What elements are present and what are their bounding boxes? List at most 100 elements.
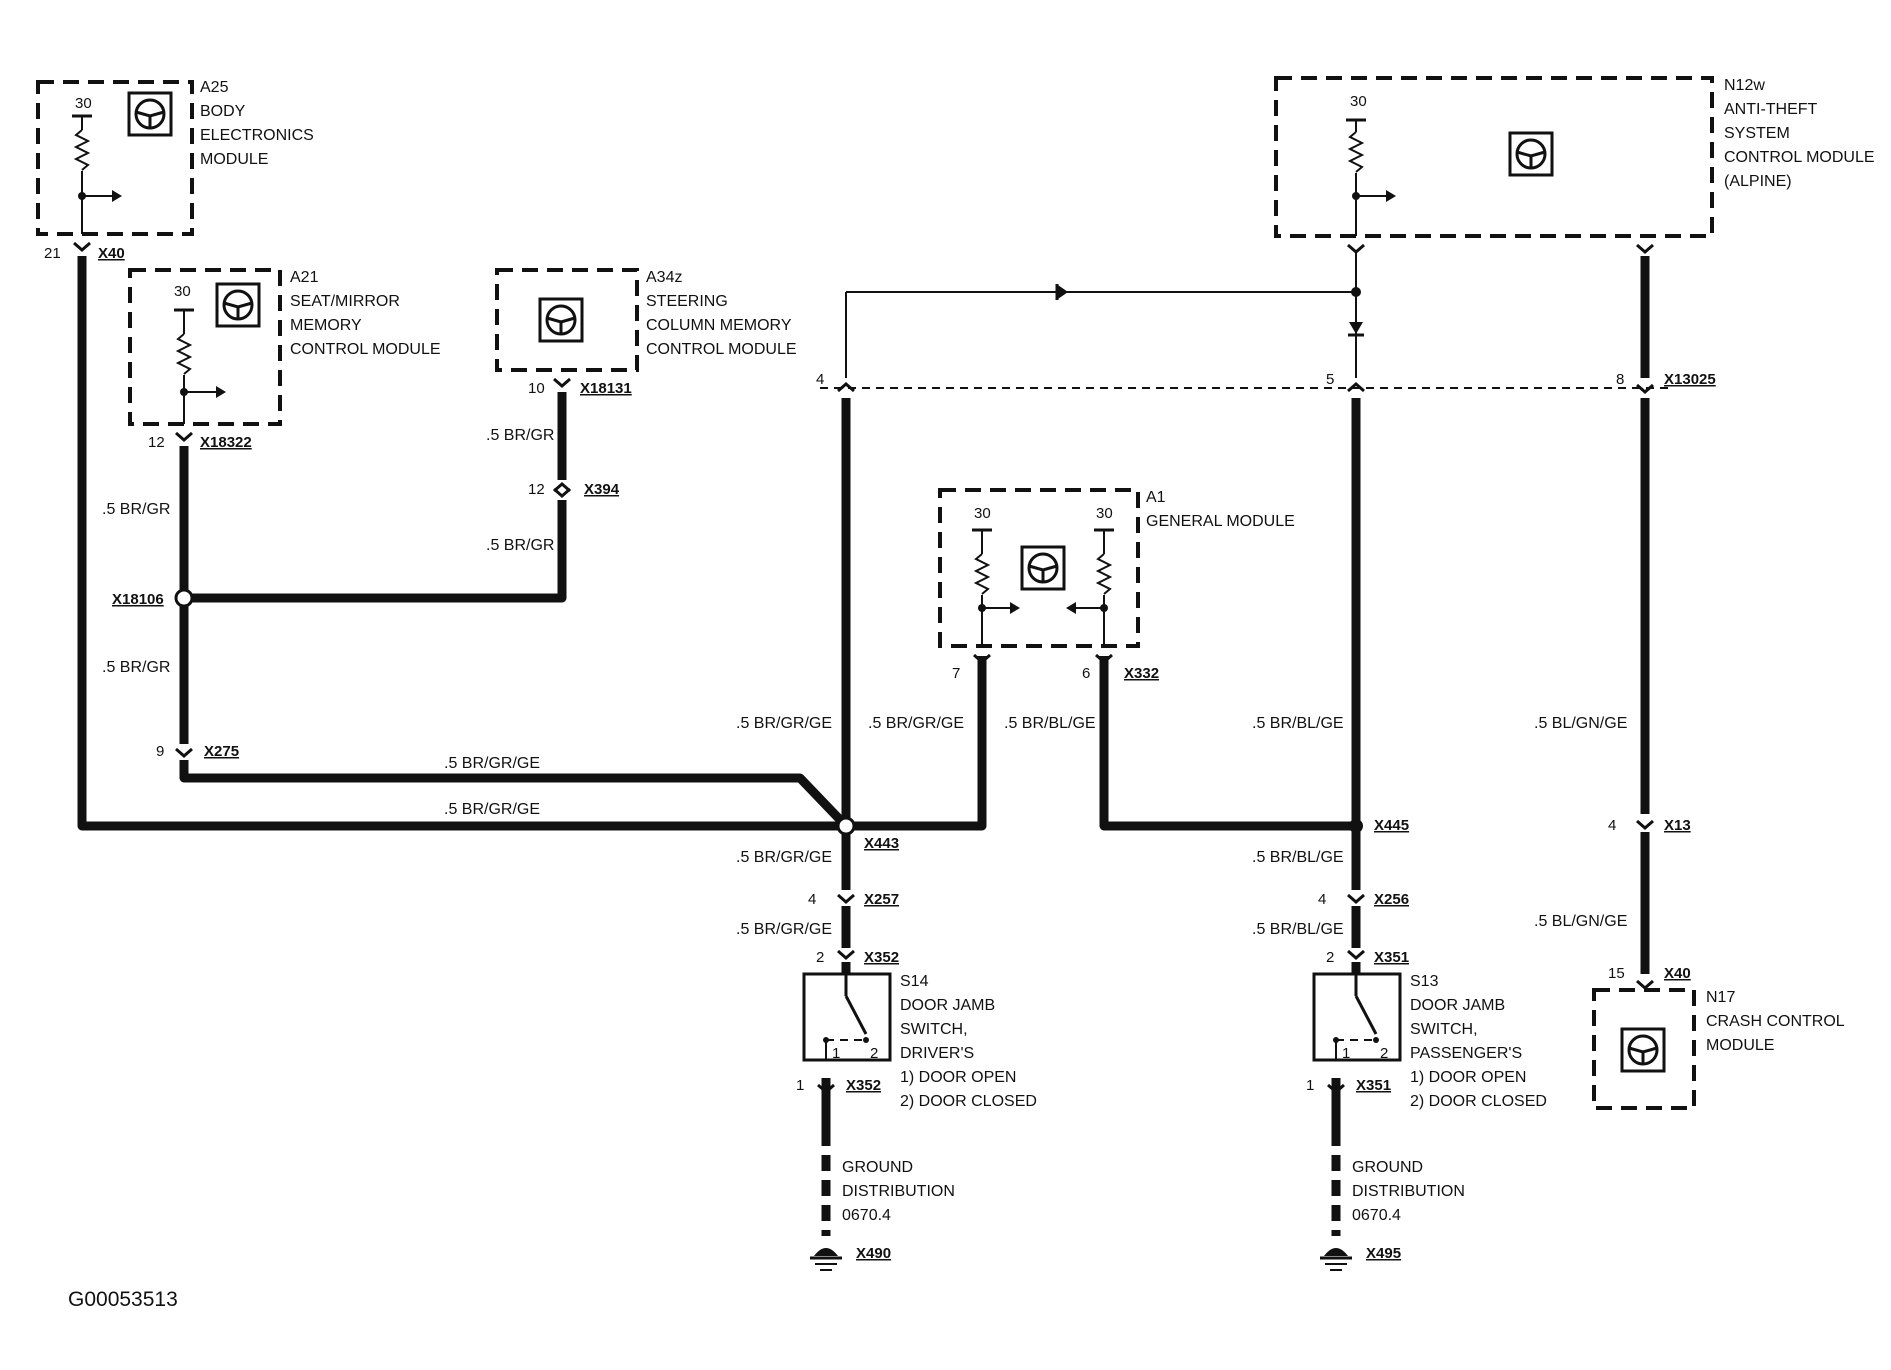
s13-contact-2: 2: [1380, 1045, 1388, 1062]
n17-label-2: MODULE: [1706, 1037, 1774, 1054]
wire-label-br-gr-4: .5 BR/GR: [102, 659, 170, 676]
x443-connector: X443: [864, 835, 899, 852]
wire-label-br-gr-ge-5: .5 BR/GR/GE: [736, 849, 832, 866]
x13-pin: 4: [1608, 817, 1616, 834]
a34z-label-2: COLUMN MEMORY: [646, 317, 792, 334]
a1-ecu-icon: [1020, 545, 1066, 591]
ground-right: GROUND DISTRIBUTION 0670.4 X495: [1320, 1159, 1465, 1271]
s14-option-2: 2) DOOR CLOSED: [900, 1093, 1037, 1110]
wire-label-bl-gn-ge-2: .5 BL/GN/GE: [1534, 913, 1627, 930]
n17-ecu-icon: [1620, 1027, 1666, 1073]
ground-right-connector: X495: [1366, 1245, 1401, 1262]
a21-label-3: CONTROL MODULE: [290, 341, 441, 358]
wire-label-br-gr-3: .5 BR/GR: [486, 537, 554, 554]
a34z-ecu-icon: [538, 297, 584, 343]
n17-label-1: CRASH CONTROL: [1706, 1013, 1845, 1030]
x275-pin: 9: [156, 743, 164, 760]
x13025-pin-4: 4: [816, 371, 824, 388]
s14-label-3: DRIVER'S: [900, 1045, 974, 1062]
a21-ecu-icon: [215, 282, 261, 328]
x394-connector: X394: [584, 481, 620, 498]
a21-pin-30: 30: [174, 283, 191, 300]
a25-label-1: BODY: [200, 103, 246, 120]
s14-door-jamb-switch-drivers: 2 X352 1 2 S14 DOOR JAMB SWITCH, DRIVER'…: [796, 949, 1037, 1110]
a21-pin-out: 12: [148, 434, 165, 451]
s13-label-3: PASSENGER'S: [1410, 1045, 1522, 1062]
x13025-connector: X13025: [1664, 371, 1716, 388]
a1-label: GENERAL MODULE: [1146, 513, 1295, 530]
x13025-pin-5: 5: [1326, 371, 1334, 388]
a21-seat-mirror-memory-module: 30 A21 SEAT/MIRROR MEMORY CONTROL MODULE…: [128, 268, 441, 451]
n12w-anti-theft-control-module: 30 N12w ANTI-THEFT SYSTEM CONTROL MODULE…: [1274, 76, 1875, 254]
s14-label-1: DOOR JAMB: [900, 997, 995, 1014]
s13-pin-top: 2: [1326, 949, 1334, 966]
s14-label-2: SWITCH,: [900, 1021, 968, 1038]
ground-left-label-1: GROUND: [842, 1159, 913, 1176]
a21-connector: X18322: [200, 434, 252, 451]
a1-pin-30-left: 30: [974, 505, 991, 522]
wire-label-br-bl-ge-2: .5 BR/BL/GE: [1252, 715, 1344, 732]
wire-label-bl-gn-ge-1: .5 BL/GN/GE: [1534, 715, 1627, 732]
s14-code: S14: [900, 973, 929, 990]
ground-right-label-1: GROUND: [1352, 1159, 1423, 1176]
n17-pin-in: 15: [1608, 965, 1625, 982]
wire-label-br-gr-1: .5 BR/GR: [102, 501, 170, 518]
s13-label-2: SWITCH,: [1410, 1021, 1478, 1038]
s13-connector-bottom: X351: [1356, 1077, 1391, 1094]
n17-connector: X40: [1664, 965, 1691, 982]
a34z-label-1: STEERING: [646, 293, 728, 310]
a25-label-3: MODULE: [200, 151, 268, 168]
s13-contact-1: 1: [1342, 1045, 1350, 1062]
s14-connector-bottom: X352: [846, 1077, 881, 1094]
a34z-outline: [495, 268, 639, 372]
a21-label-2: MEMORY: [290, 317, 362, 334]
wire-label-br-bl-ge-4: .5 BR/BL/GE: [1252, 921, 1344, 938]
a25-body-electronics-module: 30 A25 BODY ELECTRONICS MODULE 21 X40: [36, 79, 314, 262]
a34z-pin-out: 10: [528, 380, 545, 397]
s14-contact-2: 2: [870, 1045, 878, 1062]
connector-labels: 4 5 8 X13025 12 X394 X18106 9 X275 X443 …: [112, 371, 1716, 908]
wiring: [77, 252, 1670, 1236]
ground-left: GROUND DISTRIBUTION 0670.4 X490: [810, 1159, 955, 1271]
n12w-label-1: ANTI-THEFT: [1724, 101, 1818, 118]
s13-connector-top: X351: [1374, 949, 1409, 966]
s13-option-2: 2) DOOR CLOSED: [1410, 1093, 1547, 1110]
a1-pin-30-right: 30: [1096, 505, 1113, 522]
x13025-pin-8: 8: [1616, 371, 1624, 388]
s13-option-1: 1) DOOR OPEN: [1410, 1069, 1526, 1086]
a21-code: A21: [290, 269, 319, 286]
a1-pin-6: 6: [1082, 665, 1090, 682]
n12w-label-4: (ALPINE): [1724, 173, 1792, 190]
a21-label-1: SEAT/MIRROR: [290, 293, 400, 310]
a21-outline: [128, 268, 282, 426]
diagram-id: G00053513: [68, 1288, 178, 1311]
ground-right-label-2: DISTRIBUTION: [1352, 1183, 1465, 1200]
a34z-label-3: CONTROL MODULE: [646, 341, 797, 358]
wire-label-br-gr-2: .5 BR/GR: [486, 427, 554, 444]
x257-connector: X257: [864, 891, 899, 908]
x445-connector: X445: [1374, 817, 1409, 834]
x13-connector: X13: [1664, 817, 1691, 834]
a1-code: A1: [1146, 489, 1166, 506]
wire-label-br-gr-ge-1: .5 BR/GR/GE: [444, 755, 540, 772]
a25-outline: [36, 80, 194, 236]
ground-left-label-2: DISTRIBUTION: [842, 1183, 955, 1200]
a1-connector: X332: [1124, 665, 1159, 682]
wire-label-br-gr-ge-2: .5 BR/GR/GE: [444, 801, 540, 818]
s14-pin-bottom: 1: [796, 1077, 804, 1094]
a25-pin-30: 30: [75, 95, 92, 112]
n12w-label-2: SYSTEM: [1724, 125, 1790, 142]
wire-labels: .5 BR/GR .5 BR/GR .5 BR/GR .5 BR/GR .5 B…: [102, 427, 1627, 938]
wire-label-br-gr-ge-6: .5 BR/GR/GE: [736, 921, 832, 938]
n17-crash-control-module: 15 X40 N17 CRASH CONTROL MODULE: [1592, 965, 1845, 1110]
ground-left-label-3: 0670.4: [842, 1207, 891, 1224]
n12w-outline: [1274, 76, 1714, 238]
x256-connector: X256: [1374, 891, 1409, 908]
a25-ecu-icon: [127, 91, 173, 137]
n12w-pin-30: 30: [1350, 93, 1367, 110]
a1-outline: [938, 488, 1140, 648]
wire-label-br-gr-ge-4: .5 BR/GR/GE: [868, 715, 964, 732]
n12w-code: N12w: [1724, 77, 1765, 94]
a34z-connector: X18131: [580, 380, 632, 397]
